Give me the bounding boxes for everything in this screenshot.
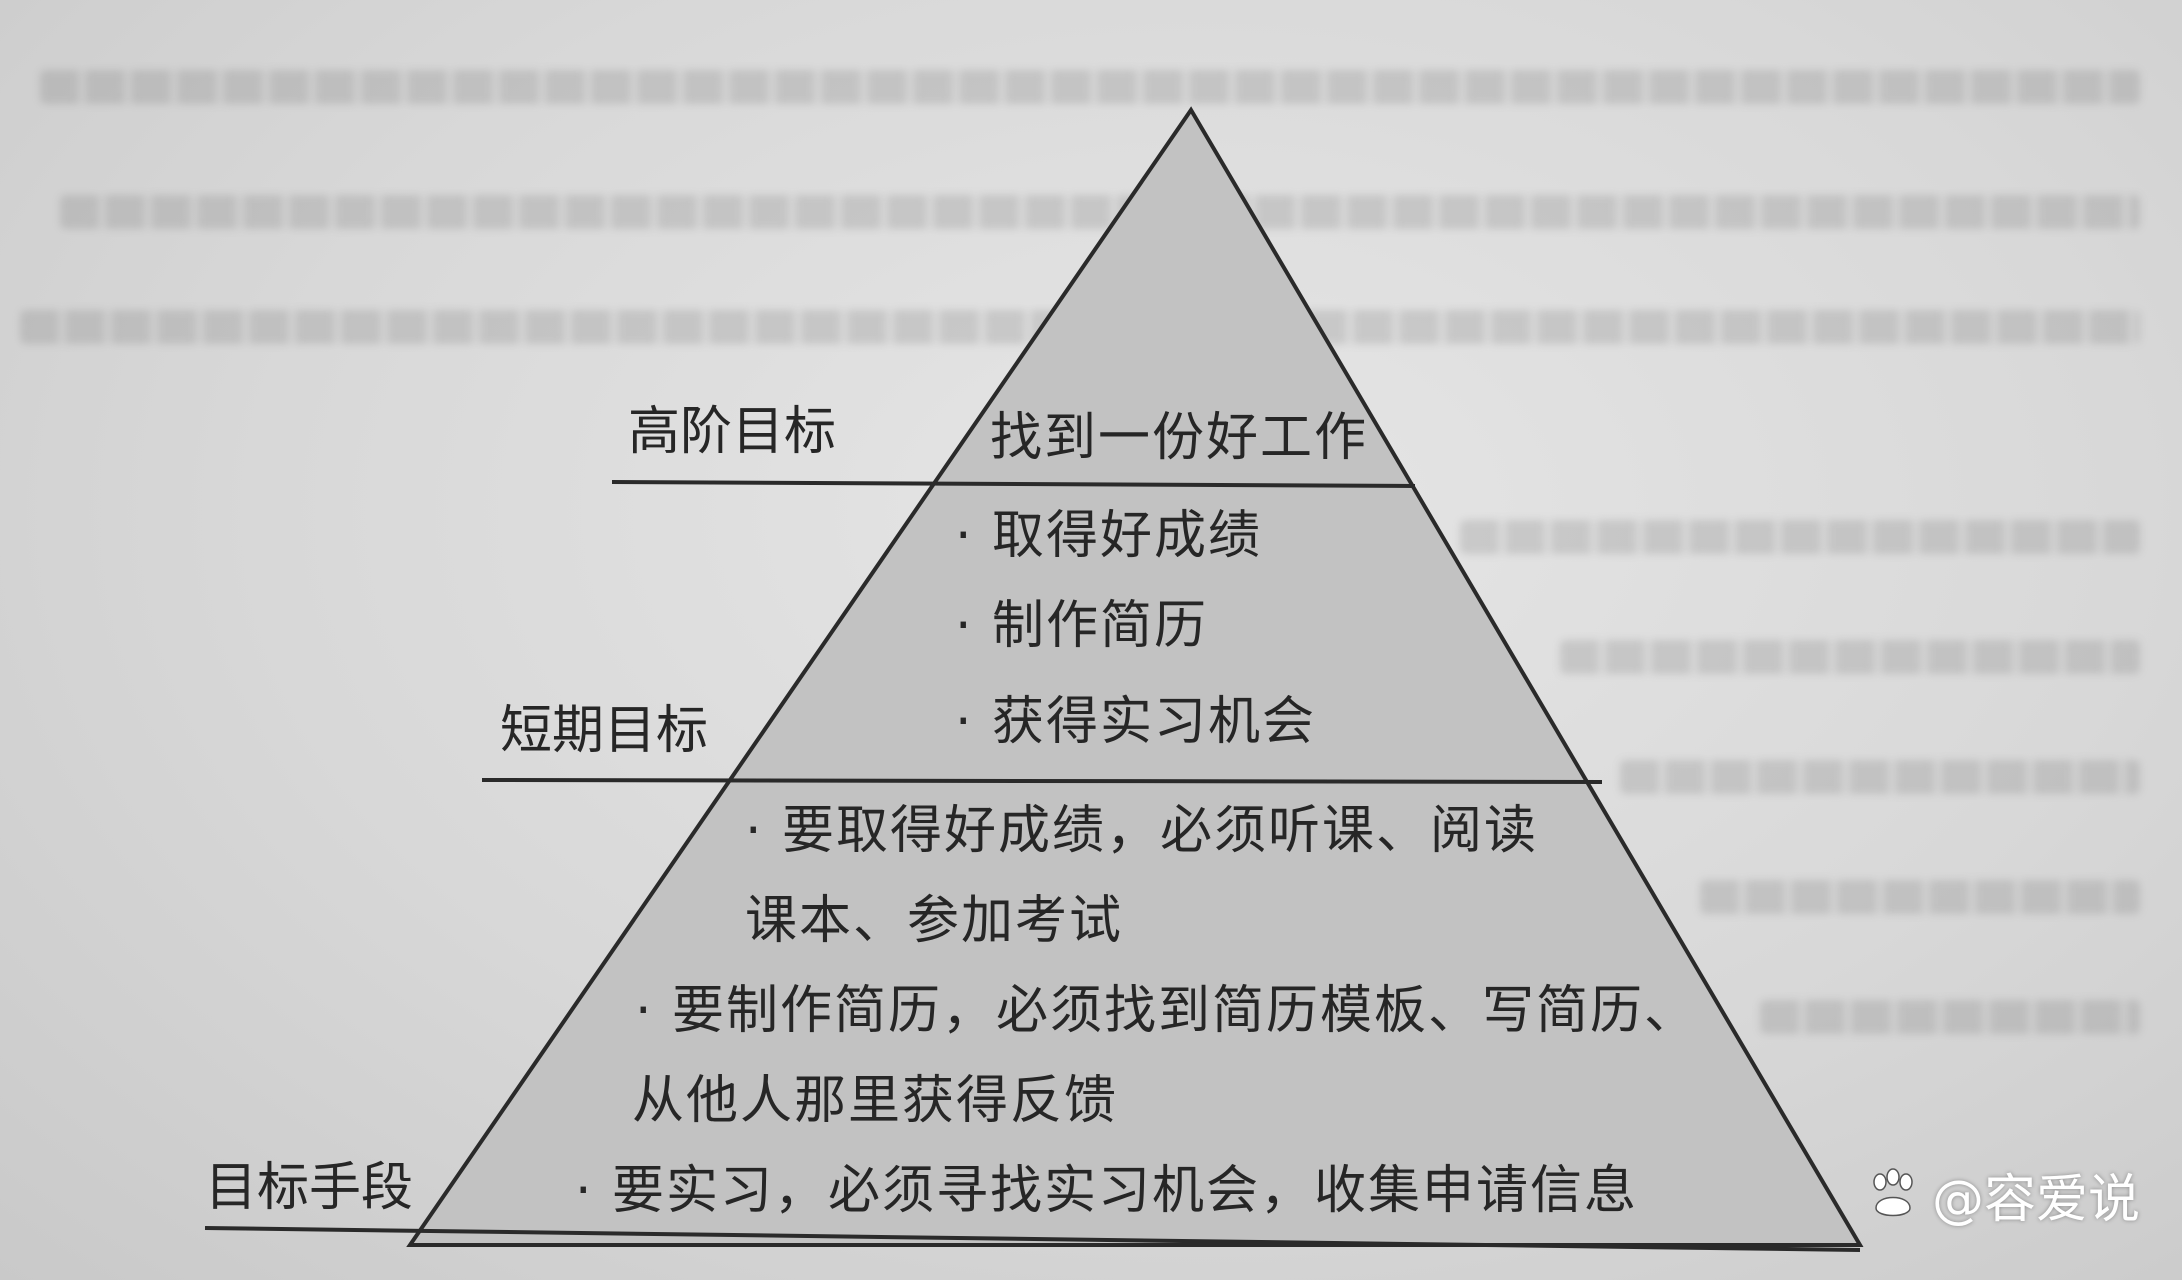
means-line: 课本、参加考试 <box>745 891 1124 951</box>
middle-divider-line <box>481 778 1603 784</box>
short-term-goal-item: · 制作简历 <box>955 596 1209 656</box>
bleed-through-text <box>1620 760 2140 794</box>
bleed-through-text <box>60 195 2140 229</box>
bottom-base-line <box>204 1226 1861 1252</box>
watermark-text: @容爱说 <box>1931 1170 2140 1230</box>
paw-logo-icon <box>1873 1167 1913 1216</box>
watermark: @容爱说 <box>1866 1157 2140 1232</box>
bleed-through-text <box>40 70 2140 104</box>
top-divider-line <box>611 480 1416 488</box>
means-line: · 要取得好成绩，必须听课、阅读 <box>745 801 1539 861</box>
means-line: · 要制作简历，必须找到简历模板、写简历、 <box>635 981 1699 1041</box>
top-goal-text: 找到一份好工作 <box>990 408 1369 468</box>
means-line: · 要实习，必须寻找实习机会，收集申请信息 <box>575 1161 1639 1221</box>
bleed-through-text <box>1560 640 2140 674</box>
short-term-goal-item: · 获得实习机会 <box>955 692 1317 752</box>
high-level-goal-label: 高阶目标 <box>628 402 837 462</box>
means-label: 目标手段 <box>205 1158 414 1218</box>
bleed-through-text <box>1700 880 2140 914</box>
bleed-through-text <box>1460 520 2140 554</box>
pyramid-triangle <box>406 106 1864 1247</box>
short-term-goal-label: 短期目标 <box>500 701 709 761</box>
bleed-through-text <box>1760 1000 2140 1034</box>
means-line: 从他人那里获得反馈 <box>632 1071 1119 1131</box>
short-term-goal-item: · 取得好成绩 <box>955 506 1263 566</box>
